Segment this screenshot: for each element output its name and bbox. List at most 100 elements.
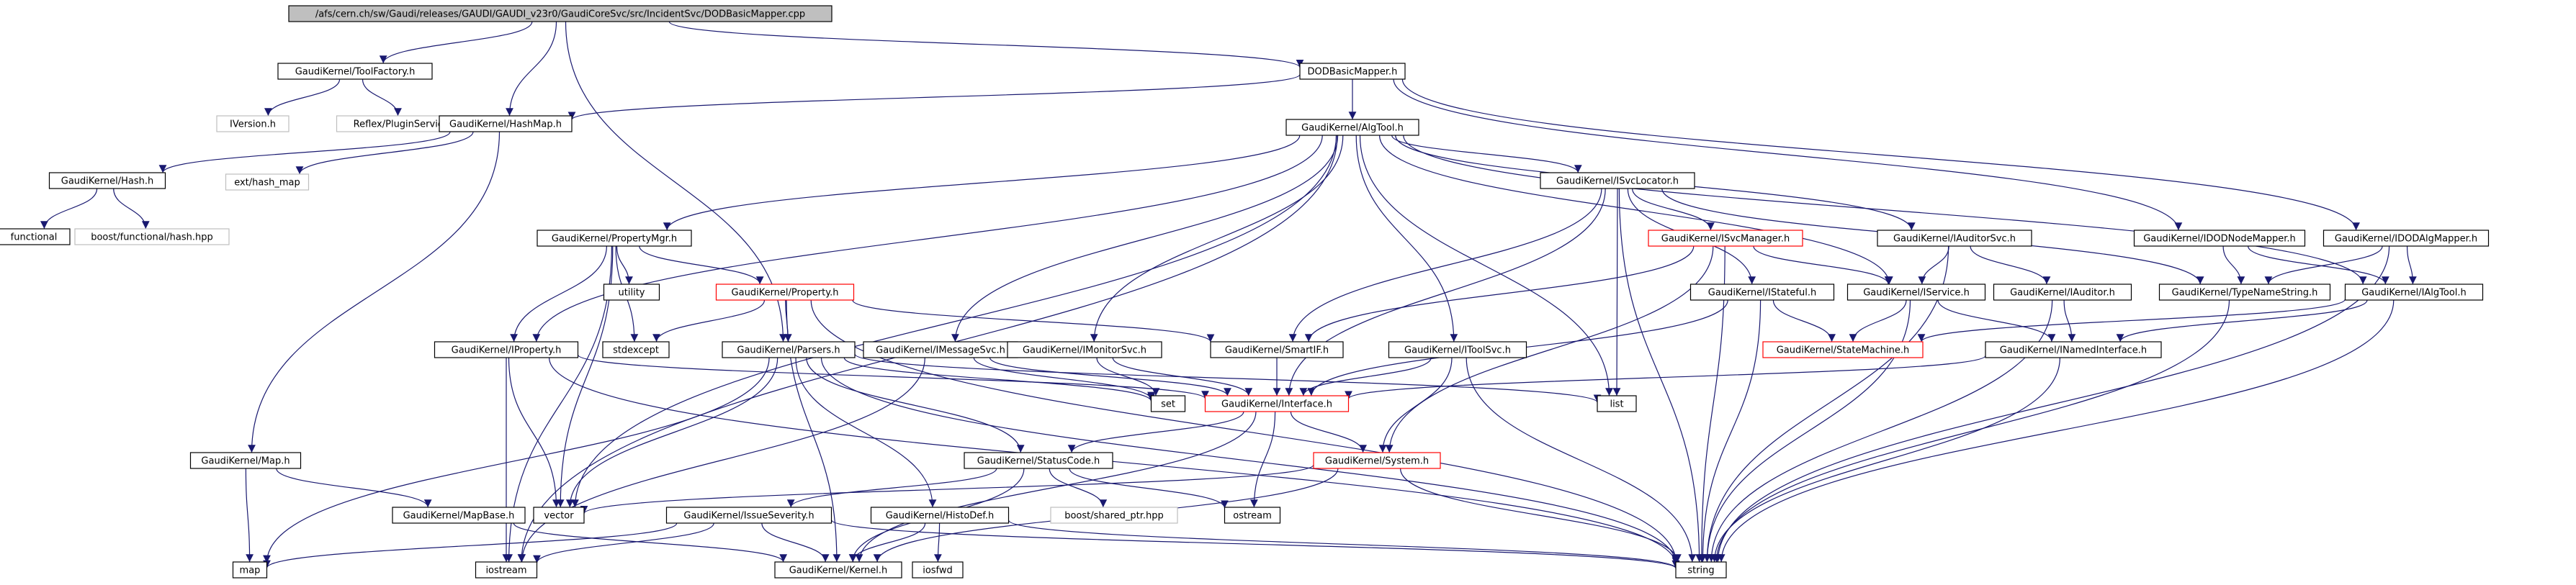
node-label: GaudiKernel/IToolSvc.h — [1404, 345, 1511, 356]
node-typenamestring[interactable]: GaudiKernel/TypeNameString.h — [2158, 284, 2331, 301]
node-vector[interactable]: vector — [533, 507, 585, 524]
node-label: stdexcept — [613, 345, 659, 356]
node-label: vector — [544, 511, 574, 522]
edge-root-to-dodbasicmapper-h — [668, 21, 1304, 68]
node-hashmap[interactable]: GaudiKernel/HashMap.h — [439, 115, 573, 132]
node-iostream[interactable]: iostream — [475, 561, 538, 579]
node-imonitorsvc[interactable]: GaudiKernel/IMonitorSvc.h — [1007, 341, 1162, 358]
node-box — [603, 284, 660, 301]
node-iauditorsvc[interactable]: GaudiKernel/IAuditorSvc.h — [1877, 230, 2032, 247]
node-box — [48, 172, 166, 189]
node-idodalgmapper[interactable]: GaudiKernel/IDODAlgMapper.h — [2323, 230, 2490, 247]
edge-ialgtool-to-statemachine — [1917, 299, 2346, 343]
node-algtool[interactable]: GaudiKernel/AlgTool.h — [1285, 119, 1419, 136]
edge-issueseverity-to-iostream — [533, 522, 714, 563]
node-box — [1388, 341, 1527, 358]
node-box — [225, 173, 310, 191]
node-statuscode[interactable]: GaudiKernel/StatusCode.h — [964, 452, 1113, 469]
node-stdexcept[interactable]: stdexcept — [602, 341, 670, 358]
node-statemachine[interactable]: GaudiKernel/StateMachine.h — [1762, 341, 1924, 358]
node-issueseverity[interactable]: GaudiKernel/IssueSeverity.h — [665, 507, 833, 524]
edge-system-to-string — [1400, 468, 1682, 563]
node-box — [964, 452, 1113, 469]
node-label: GaudiKernel/AlgTool.h — [1301, 123, 1404, 134]
node-ialgtool[interactable]: GaudiKernel/IAlgTool.h — [2344, 284, 2484, 301]
node-boostsharedptr: boost/shared_ptr.hpp — [1050, 507, 1178, 524]
node-box — [1150, 395, 1186, 412]
node-box — [2323, 230, 2490, 247]
edge-property-to-smartif — [852, 299, 1215, 343]
node-label: GaudiKernel/Interface.h — [1221, 399, 1332, 410]
node-box — [1985, 341, 2162, 358]
node-map[interactable]: map — [232, 561, 268, 579]
node-box — [1597, 395, 1637, 412]
node-box — [1299, 63, 1406, 80]
edge-iauditorsvc-to-iauditor — [1970, 245, 2051, 285]
node-box — [774, 561, 902, 579]
node-label: DODBasicMapper.h — [1308, 67, 1398, 78]
node-list[interactable]: list — [1597, 395, 1637, 412]
node-label: GaudiKernel/Hash.h — [61, 176, 154, 187]
node-kernel[interactable]: GaudiKernel/Kernel.h — [774, 561, 902, 579]
node-iauditor[interactable]: GaudiKernel/IAuditor.h — [1993, 284, 2132, 301]
edge-ialgtool-to-string — [1717, 299, 2395, 563]
edge-issueseverity-to-kernel — [761, 522, 830, 563]
edge-iservice-to-statemachine — [1849, 299, 1907, 343]
edge-iproperty-to-interface — [577, 354, 1209, 399]
node-histodef[interactable]: GaudiKernel/HistoDef.h — [870, 507, 1010, 524]
node-itoolsvc[interactable]: GaudiKernel/IToolSvc.h — [1388, 341, 1527, 358]
node-mapbase[interactable]: GaudiKernel/MapBase.h — [392, 507, 526, 524]
edge-interface-to-kernel — [855, 411, 1257, 563]
node-box — [722, 341, 856, 358]
node-box — [216, 115, 290, 132]
node-label: GaudiKernel/Kernel.h — [789, 566, 888, 576]
node-utility[interactable]: utility — [603, 284, 660, 301]
node-smartif[interactable]: GaudiKernel/SmartIF.h — [1210, 341, 1344, 358]
node-label: /afs/cern.ch/sw/Gaudi/releases/GAUDI/GAU… — [315, 9, 805, 20]
node-ostream[interactable]: ostream — [1224, 507, 1281, 524]
edge-parsers-to-set — [843, 357, 1155, 402]
edge-imessagesvc-to-interface — [989, 357, 1231, 396]
node-hash[interactable]: GaudiKernel/Hash.h — [48, 172, 166, 189]
node-box — [537, 230, 692, 247]
node-idodnodemapper[interactable]: GaudiKernel/IDODNodeMapper.h — [2133, 230, 2306, 247]
node-box — [1285, 119, 1419, 136]
node-iosfwd[interactable]: iosfwd — [912, 561, 964, 579]
node-set[interactable]: set — [1150, 395, 1186, 412]
edge-imonitorsvc-to-set — [1096, 357, 1160, 396]
node-toolfactory[interactable]: GaudiKernel/ToolFactory.h — [277, 63, 433, 80]
edge-algtool-to-list — [1359, 135, 1613, 396]
node-system[interactable]: GaudiKernel/System.h — [1313, 452, 1441, 469]
node-root[interactable]: /afs/cern.ch/sw/Gaudi/releases/GAUDI/GAU… — [288, 5, 833, 22]
edge-toolfactory-to-pluginservice — [362, 78, 402, 117]
node-inamedinterface[interactable]: GaudiKernel/INamedInterface.h — [1985, 341, 2162, 358]
node-functional[interactable]: functional — [0, 228, 71, 245]
edge-inamedinterface-to-interface — [1345, 355, 1986, 399]
node-parsers[interactable]: GaudiKernel/Parsers.h — [722, 341, 856, 358]
edge-idodnodemapper-to-ialgtool — [2248, 245, 2389, 285]
node-imessagesvc[interactable]: GaudiKernel/IMessageSvc.h — [863, 341, 1018, 358]
node-label: string — [1687, 566, 1714, 576]
node-isvcmanager[interactable]: GaudiKernel/ISvcManager.h — [1648, 230, 1803, 247]
node-box — [1993, 284, 2132, 301]
node-label: GaudiKernel/INamedInterface.h — [2000, 345, 2147, 356]
node-map-h[interactable]: GaudiKernel/Map.h — [189, 452, 302, 469]
node-iservice[interactable]: GaudiKernel/IService.h — [1846, 284, 1986, 301]
node-dodbasicmapper-h[interactable]: DODBasicMapper.h — [1299, 63, 1406, 80]
edge-hashmap-to-map-h — [248, 131, 501, 453]
edge-statuscode-to-boostsharedptr — [1049, 468, 1108, 508]
node-string[interactable]: string — [1675, 561, 1727, 579]
node-propertymgr[interactable]: GaudiKernel/PropertyMgr.h — [537, 230, 692, 247]
edge-algtool-to-imessagesvc — [951, 135, 1339, 343]
node-property[interactable]: GaudiKernel/Property.h — [715, 284, 855, 301]
edge-itoolsvc-to-interface — [1299, 357, 1432, 396]
node-iproperty[interactable]: GaudiKernel/IProperty.h — [434, 341, 579, 358]
node-box — [277, 63, 433, 80]
node-interface[interactable]: GaudiKernel/Interface.h — [1204, 395, 1350, 412]
node-istateful[interactable]: GaudiKernel/IStateful.h — [1689, 284, 1835, 301]
node-label: functional — [11, 232, 58, 243]
node-isvclocator[interactable]: GaudiKernel/ISvcLocator.h — [1540, 172, 1695, 189]
edge-parsers-to-statuscode — [806, 357, 1025, 453]
node-label: GaudiKernel/StatusCode.h — [977, 456, 1100, 467]
edge-iauditor-to-inamedinterface — [2063, 299, 2076, 343]
